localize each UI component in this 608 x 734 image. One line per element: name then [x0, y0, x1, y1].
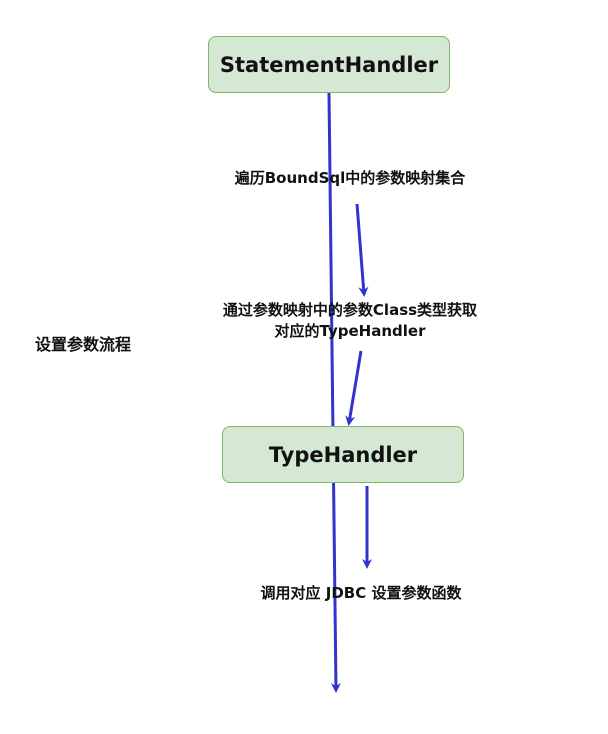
obtain-typehandler-label: 通过参数映射中的参数Class类型获取 对应的TypeHandler	[200, 300, 500, 342]
statement-handler-node[interactable]: StatementHandler	[208, 36, 450, 93]
type-handler-node[interactable]: TypeHandler	[222, 426, 464, 483]
iterate-parameter-mappings-label: 遍历BoundSql中的参数映射集合	[234, 169, 466, 187]
flow-title-label: 设置参数流程	[34, 335, 131, 354]
main-flow-arrow	[327, 92, 341, 693]
obtain-to-typehandler-arrow	[345, 350, 363, 426]
type-handler-label: TypeHandler	[268, 442, 418, 467]
invoke-jdbc-setter-label: 调用对应 JDBC 设置参数函数	[260, 584, 462, 602]
obtain-typehandler-line2: 对应的TypeHandler	[274, 322, 426, 340]
obtain-typehandler-line1: 通过参数映射中的参数Class类型获取	[222, 301, 478, 319]
iterate-to-obtain-arrow	[355, 203, 369, 297]
statement-handler-label: StatementHandler	[219, 52, 439, 77]
